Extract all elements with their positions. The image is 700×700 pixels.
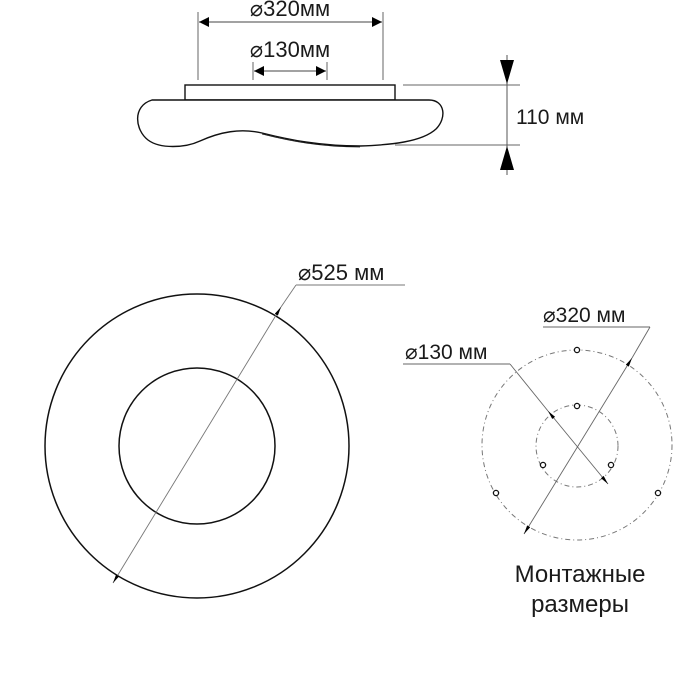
outer-ring (44, 293, 350, 599)
mounting-hole (573, 402, 581, 410)
caption-line-2: размеры (531, 591, 629, 618)
mounting-hole (654, 489, 662, 497)
side-inner-diameter-label: ⌀130мм (250, 37, 330, 62)
mount-plate (184, 84, 396, 101)
mounting-hole (539, 461, 547, 469)
arrow-up-icon (500, 146, 514, 170)
side-view: ⌀320мм ⌀130мм 110 мм (136, 0, 584, 175)
diameter-line-320 (523, 357, 633, 535)
inner-ring (118, 367, 276, 525)
mounting-hole (607, 461, 615, 469)
caption-line-1: Монтажные (514, 561, 646, 588)
mounting-inner-diameter-label: ⌀130 мм (405, 341, 487, 364)
mounting-caption: Монтажные размеры (490, 560, 670, 620)
leader-line (631, 326, 651, 359)
top-view: ⌀525 мм (44, 260, 405, 599)
mounting-circle-320 (481, 349, 673, 541)
leader-line (509, 363, 549, 412)
leader-line (280, 284, 297, 308)
side-outer-diameter-label: ⌀320мм (250, 0, 330, 21)
mounting-hole (492, 489, 500, 497)
diameter-line-130 (547, 410, 609, 485)
height-label: 110 мм (516, 106, 584, 129)
top-diameter-label: ⌀525 мм (298, 260, 384, 285)
mounting-outer-diameter-label: ⌀320 мм (543, 304, 625, 327)
lamp-body (136, 99, 444, 148)
arrow-down-icon (500, 60, 514, 84)
diameter-line-525 (112, 306, 282, 584)
mounting-hole (573, 346, 581, 354)
lamp-body-edge (261, 133, 361, 148)
mounting-view: ⌀320 мм ⌀130 мм (403, 304, 673, 541)
